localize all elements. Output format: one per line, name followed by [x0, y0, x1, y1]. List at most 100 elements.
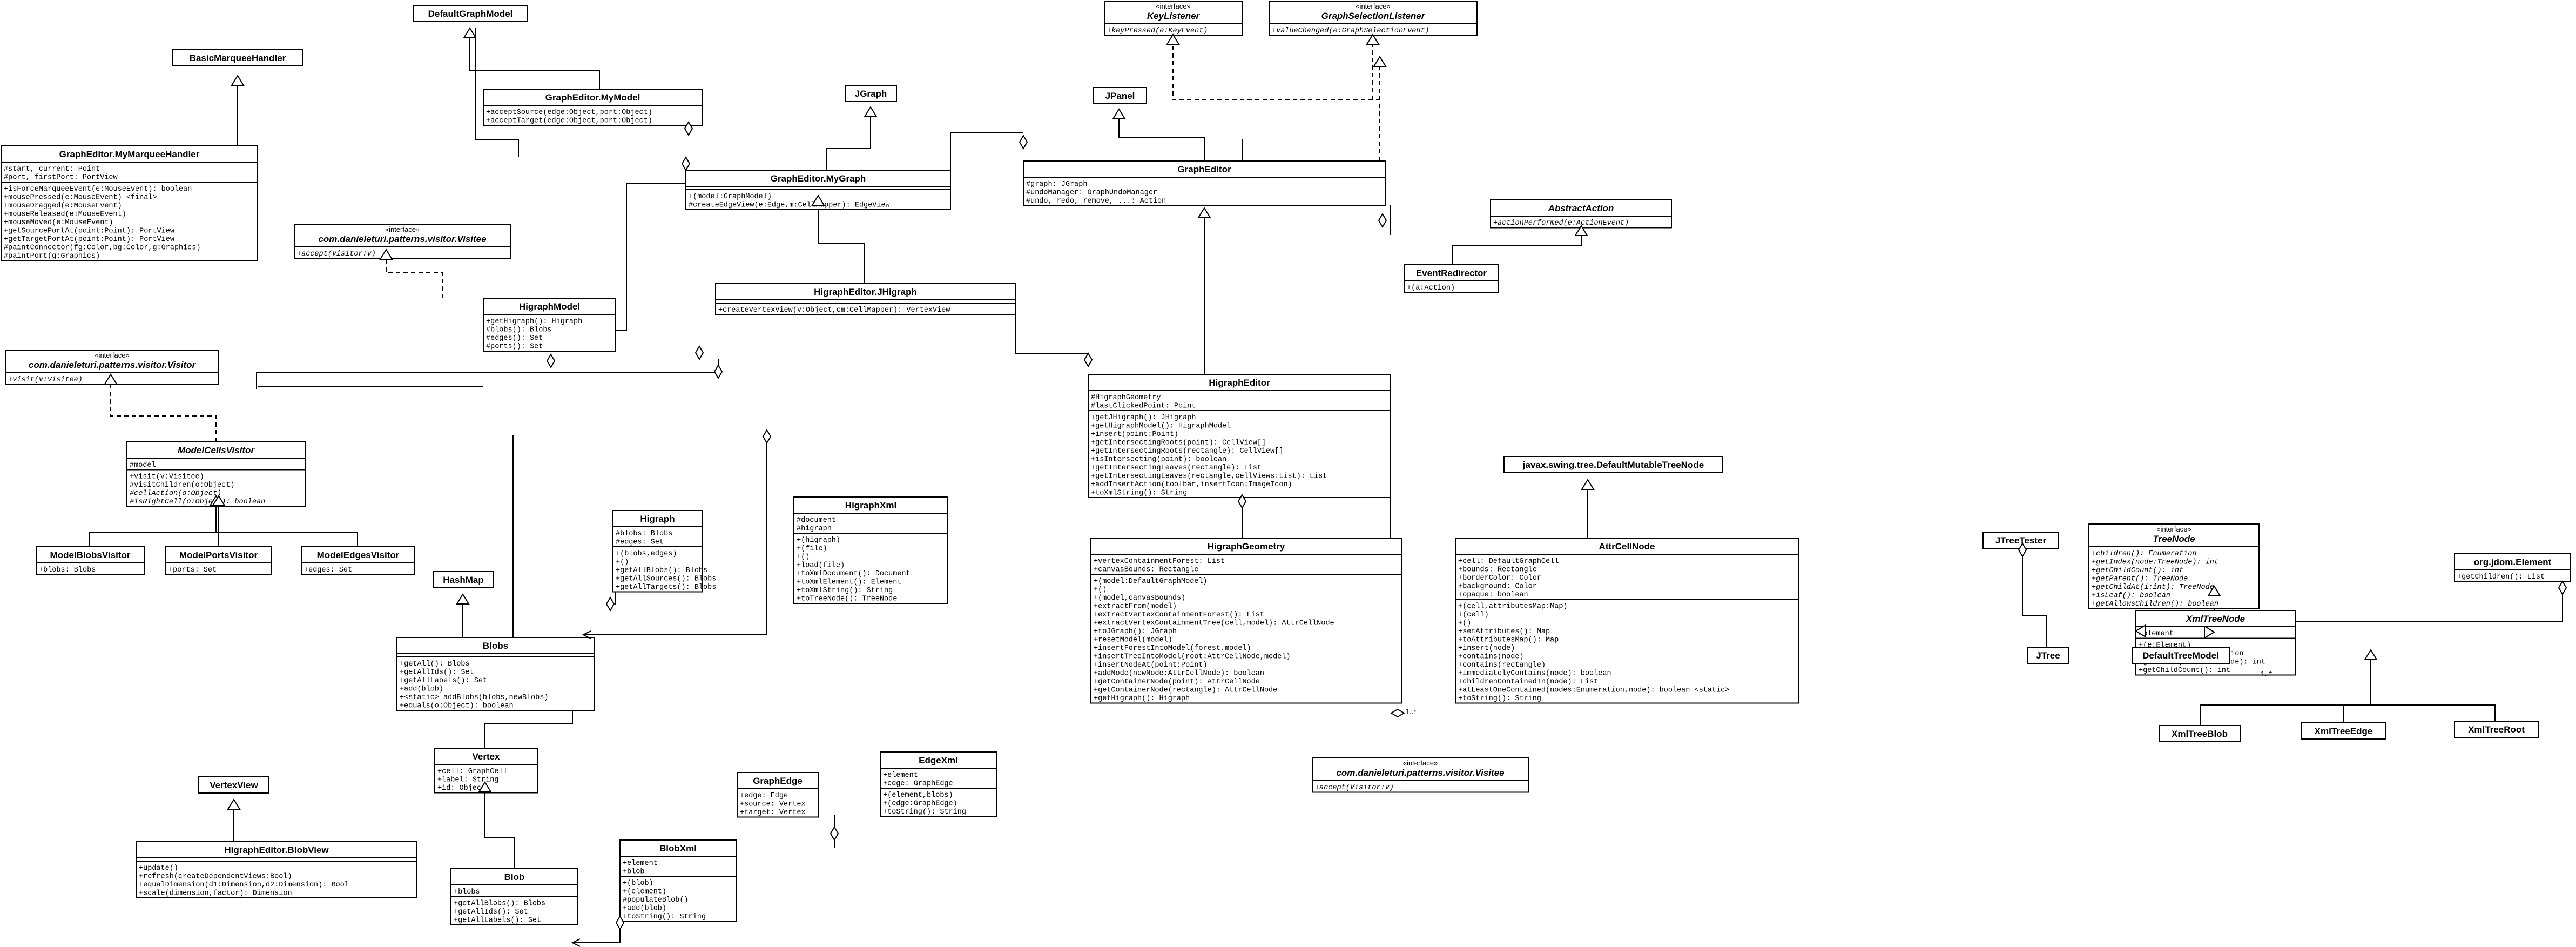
class-Blobs: Blobs+getAll(): Blobs+getAllIds(): Set+g…: [396, 637, 595, 711]
class-member: +add(blob): [400, 686, 443, 694]
class-member: +getAllBlobs(): Blobs: [454, 900, 545, 908]
aggregation-diamond: [615, 915, 625, 930]
class-member: #edges(): Set: [486, 334, 543, 342]
class-member: +canvasBounds: Rectangle: [1094, 566, 1198, 574]
class-member: +getChildCount(): int: [2092, 567, 2183, 575]
class-name: GraphEditor.MyMarqueeHandler: [59, 149, 200, 159]
class-member: +(edge:GraphEdge): [883, 800, 957, 808]
class-member: +(element,blobs): [883, 791, 953, 800]
class-name: HigraphXml: [845, 500, 896, 511]
class-name: TreeNode: [2153, 534, 2195, 544]
class-name: BasicMarqueeHandler: [190, 53, 286, 63]
class-member: +getJHigraph(): JHigraph: [1091, 414, 1196, 422]
class-member: +mouseMoved(e:MouseEvent): [4, 219, 113, 227]
relationship-line: [2295, 578, 2563, 622]
relationship-line: [475, 28, 519, 157]
inheritance-arrowhead: [1112, 108, 1126, 119]
class-member: +insertForestIntoModel(forest,model): [1094, 644, 1251, 653]
class-member: +borderColor: Color: [1458, 574, 1541, 582]
class-member: +atLeastOneContained(nodes:Enumeration,n…: [1458, 687, 1729, 695]
class-member: +getChildren(): List: [2457, 573, 2545, 581]
aggregation-diamond: [684, 121, 693, 136]
class-JGraph: JGraph: [845, 85, 897, 102]
class-stereotype: «interface»: [1403, 759, 1438, 767]
class-member: +getParent(): TreeNode: [2092, 575, 2188, 583]
class-member: #element: [2139, 630, 2174, 638]
class-member: +insertTreeIntoModel(root:AttrCellNode,m…: [1094, 653, 1291, 661]
navigation-arrow: [571, 938, 581, 947]
class-member: #lastClickedPoint: Point: [1091, 402, 1196, 411]
class-HigraphXml: HigraphXml#document#higraph+(higraph)+(f…: [793, 496, 948, 604]
class-member: #blobs: Blobs: [616, 530, 672, 538]
class-member: +valueChanged(e:GraphSelectionEvent): [1272, 27, 1429, 35]
class-KeyListener: «interface»KeyListener+keyPressed(e:KeyE…: [1104, 1, 1243, 36]
class-name: XmlTreeEdge: [2315, 726, 2373, 736]
class-member: +toString(): String: [623, 913, 706, 921]
class-member: #paintConnector(fg:Color,bg:Color,g:Grap…: [4, 244, 201, 252]
class-Higraph: Higraph#blobs: Blobs#edges: Set+(blobs,e…: [612, 510, 716, 593]
class-member: +element: [883, 771, 918, 780]
class-member: +(cell): [1458, 611, 1489, 619]
relationship-line: [1015, 300, 1088, 354]
inheritance-arrowhead: [463, 27, 477, 38]
class-member: +getIntersectingRoots(rectangle): CellVi…: [1091, 447, 1283, 455]
class-BlobView: HigraphEditor.BlobView+update()+refresh(…: [136, 841, 417, 898]
class-DefaultMutableTreeNode: javax.swing.tree.DefaultMutableTreeNode: [1503, 456, 1723, 473]
class-member: +(model:GraphModel): [689, 193, 772, 201]
multiplicity-label: 1..*: [2261, 669, 2272, 678]
class-name: HigraphEditor.BlobView: [224, 845, 329, 855]
class-member: +insert(node): [1458, 644, 1515, 653]
class-name: JTreeTester: [1995, 535, 2047, 546]
class-name: GraphEditor.MyGraph: [771, 173, 866, 184]
class-member: #undoManager: GraphUndoManager: [1026, 189, 1157, 197]
relationship-line: [1452, 226, 1582, 265]
class-name: Blob: [504, 872, 525, 882]
class-name: GraphEditor: [1177, 164, 1231, 174]
class-member: +mousePressed(e:MouseEvent) <final>: [4, 194, 157, 202]
relationship-markers: [104, 27, 2567, 947]
class-VertexView: VertexView: [198, 776, 269, 794]
class-name: com.danieleturi.patterns.visitor.Visitee: [318, 234, 486, 244]
class-member: +toXmlString(): String: [1091, 489, 1187, 498]
class-member: +background: Color: [1458, 583, 1537, 591]
relationship-line: [826, 107, 871, 170]
class-member: +getAllIds(): Set: [454, 908, 528, 916]
class-name: ModelBlobsVisitor: [50, 550, 131, 560]
class-member: #createEdgeView(e:Edge,m:CellMapper): Ed…: [689, 202, 890, 210]
class-member: #undo, redo, remove, ...: Action: [1026, 197, 1166, 205]
relationship-line: [2022, 532, 2047, 647]
class-member: +edges: Set: [304, 566, 352, 574]
class-name: HigraphEditor.JHigraph: [814, 287, 917, 297]
class-member: #populateBlob(): [623, 896, 689, 904]
class-member: +accept(Visitor:v): [1315, 784, 1394, 792]
class-member: +getAllIds(): Set: [400, 669, 474, 677]
class-name: AttrCellNode: [1599, 541, 1655, 552]
class-member: +blobs: [454, 888, 480, 896]
class-member: +(model:DefaultGraphModel): [1094, 577, 1208, 586]
aggregation-diamond: [762, 429, 772, 444]
inheritance-arrowhead: [2204, 625, 2215, 639]
class-member: +visit(v:Visitee): [130, 473, 204, 481]
navigation-arrow: [582, 630, 591, 639]
class-name: ModelCellsVisitor: [178, 445, 255, 455]
class-member: +toJGraph(): JGraph: [1094, 628, 1177, 636]
class-EdgeXml: EdgeXml+element+edge: GraphEdge+(element…: [880, 751, 997, 817]
class-DefaultGraphModel: DefaultGraphModel: [413, 5, 528, 22]
class-member: +add(blob): [623, 905, 666, 913]
inheritance-arrowhead: [379, 248, 393, 260]
relationship-line: [110, 374, 217, 442]
class-stereotype: «interface»: [95, 351, 129, 359]
class-member: +element: [623, 859, 658, 868]
class-name: GraphSelectionListener: [1321, 11, 1426, 21]
class-name: BlobXml: [659, 843, 697, 854]
relationship-line: [256, 359, 719, 389]
class-member: +(a:Action): [1407, 284, 1455, 292]
class-name: EventRedirector: [1416, 268, 1487, 278]
class-member: +ports: Set: [168, 566, 217, 574]
relationship-line: [1372, 35, 1380, 161]
class-stereotype: «interface»: [1356, 2, 1390, 10]
class-member: #blobs(): Blobs: [486, 326, 552, 334]
inheritance-arrowhead: [1366, 33, 1380, 45]
relationship-line: [484, 782, 515, 869]
class-JdomElement: org.jdom.Element+getChildren(): List: [2454, 553, 2571, 582]
